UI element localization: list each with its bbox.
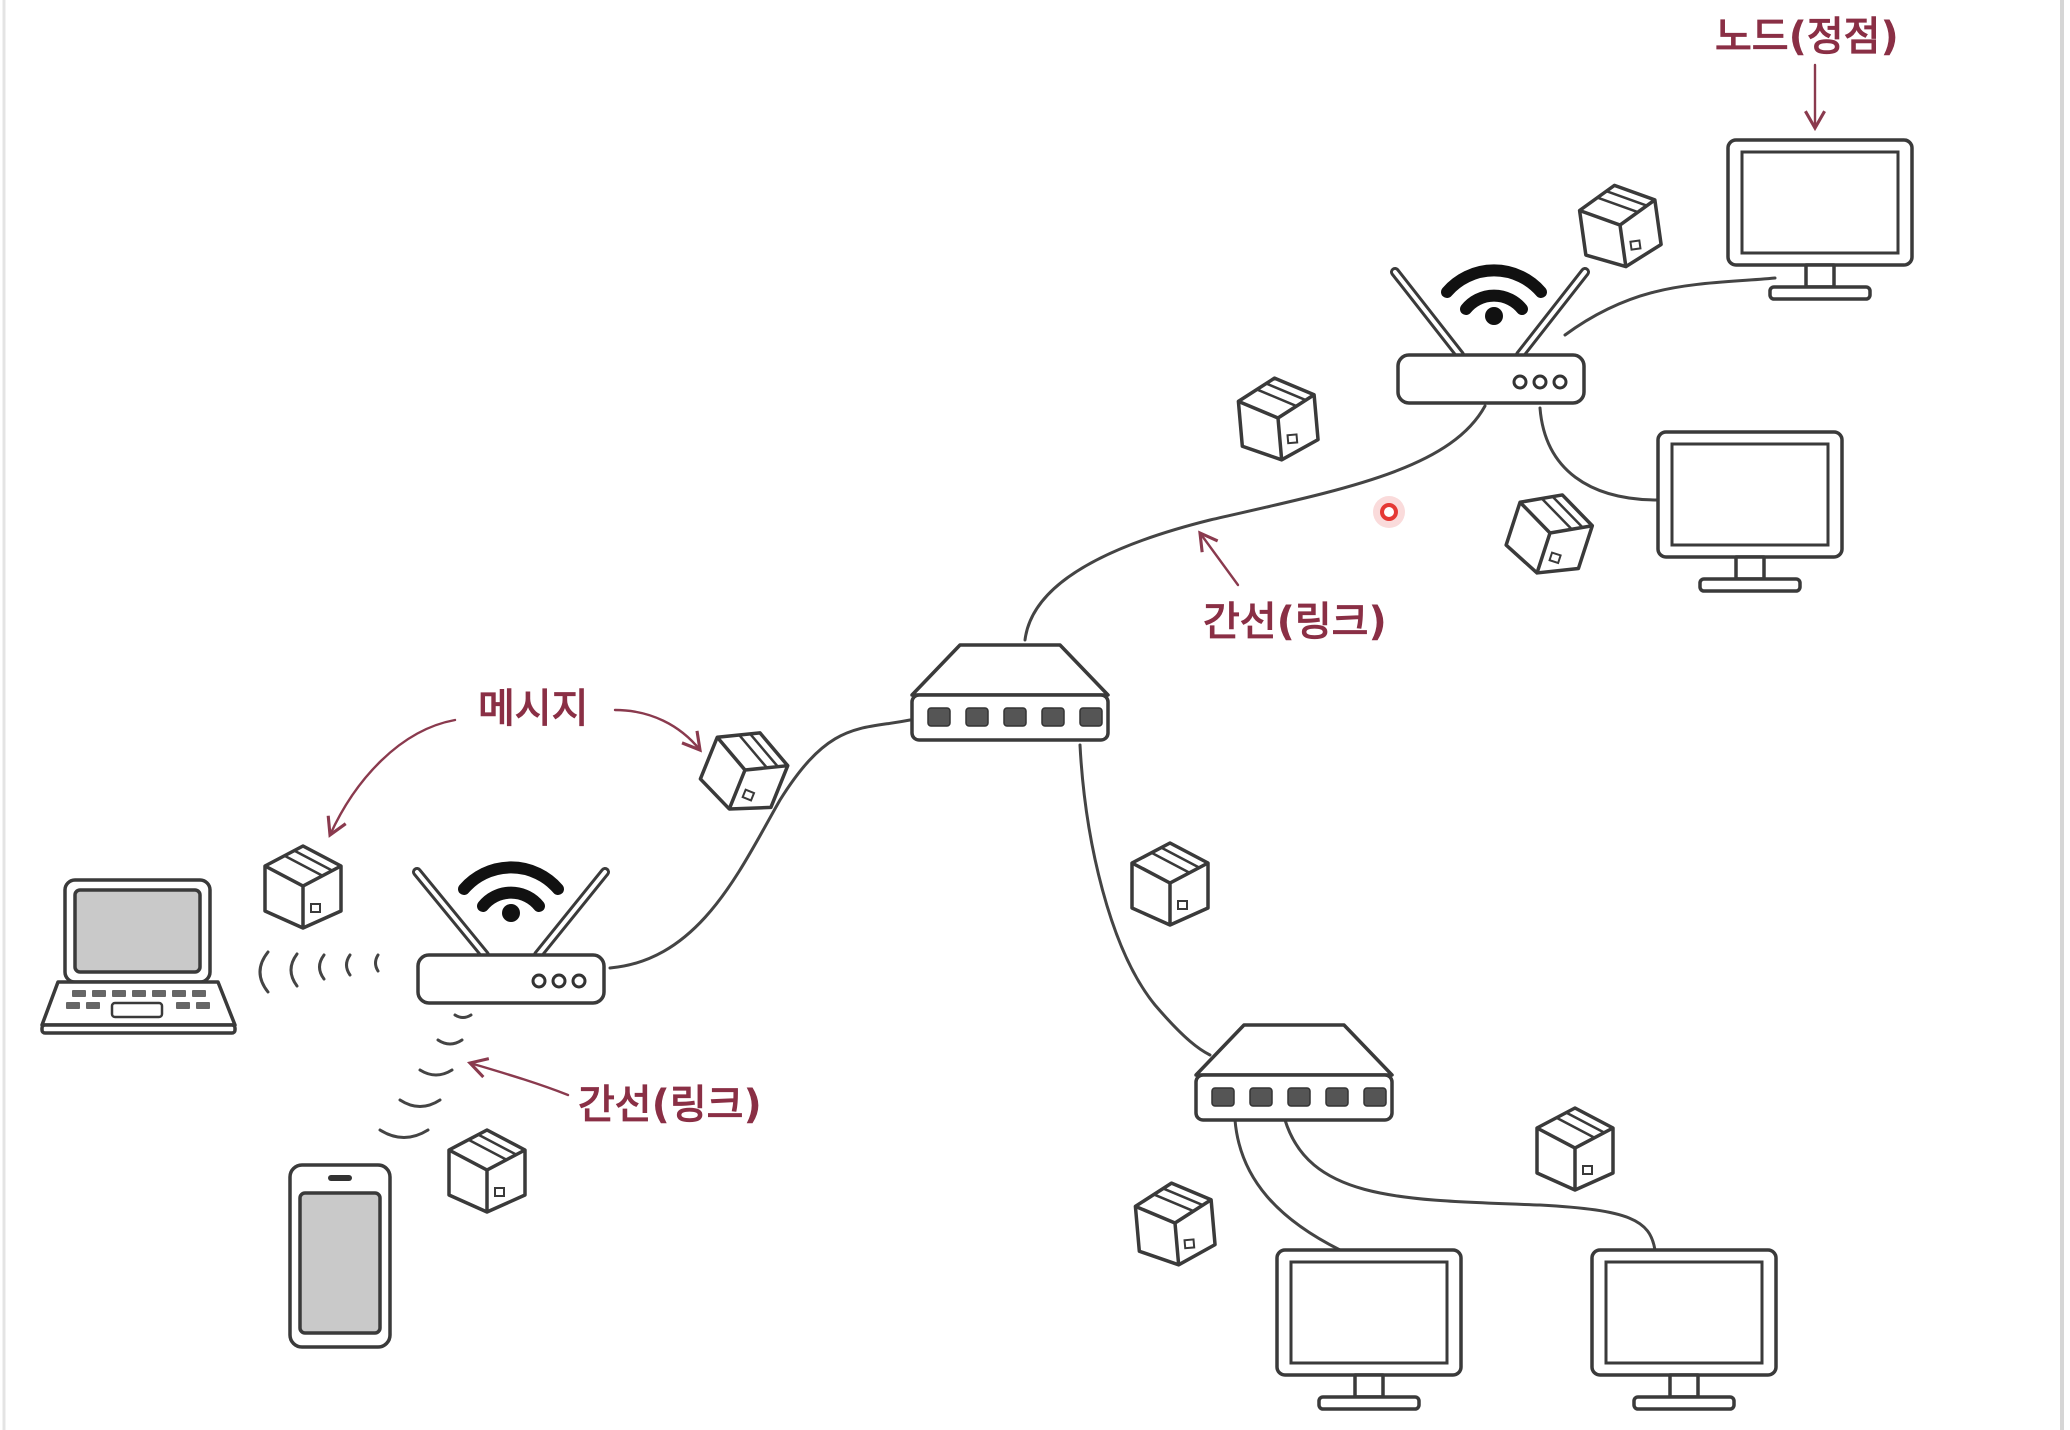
router-top [1390,264,1590,405]
cables [608,276,1777,1252]
monitor-icon [1590,1248,1778,1411]
package-icon [1577,183,1663,269]
arrow-message-to-laptop-package [326,718,457,838]
package-icon [263,844,343,930]
switch-bottom [1194,1023,1394,1122]
package-icon [698,731,790,811]
router-left [412,861,610,1005]
label-link-top: 간선(링크) [1203,599,1387,645]
wireless-link-waves [258,950,473,1139]
arrow-message-to-center-package [613,708,702,753]
arrow-link-top-to-cable [1198,530,1240,587]
label-message: 메시지 [478,686,588,732]
cable-switch-bottom-to-monitor-3 [1233,1118,1342,1252]
arrow-link-bottom-to-waves [466,1057,570,1097]
smartphone-icon [288,1163,392,1349]
wifi-icon [1441,264,1547,325]
package-icon [1504,493,1595,575]
package-icon [1535,1106,1615,1192]
cable-router-top-to-switch-center [1023,404,1487,642]
wifi-icon [458,861,564,922]
cable-router-left-to-switch-center [608,718,912,970]
package-icon [1130,841,1210,927]
cable-router-top-to-monitor-2 [1538,406,1660,502]
package-icon [1133,1181,1217,1267]
monitor-icon [1656,430,1844,593]
annotation-arrows [326,63,1826,1097]
switch-center [910,643,1110,742]
package-icon [1236,376,1320,462]
monitor-icon [1275,1248,1463,1411]
label-link-bottom: 간선(링크) [578,1082,762,1128]
cable-switch-bottom-to-monitor-4 [1283,1118,1657,1252]
label-node: 노드(정점) [1715,14,1899,60]
cursor-indicator [1373,496,1405,528]
laptop-icon [40,878,237,1035]
package-icon [447,1128,527,1214]
cable-switch-center-to-switch-bottom [1078,743,1212,1057]
cable-router-top-to-monitor-1 [1563,276,1777,337]
monitor-icon [1726,138,1914,301]
